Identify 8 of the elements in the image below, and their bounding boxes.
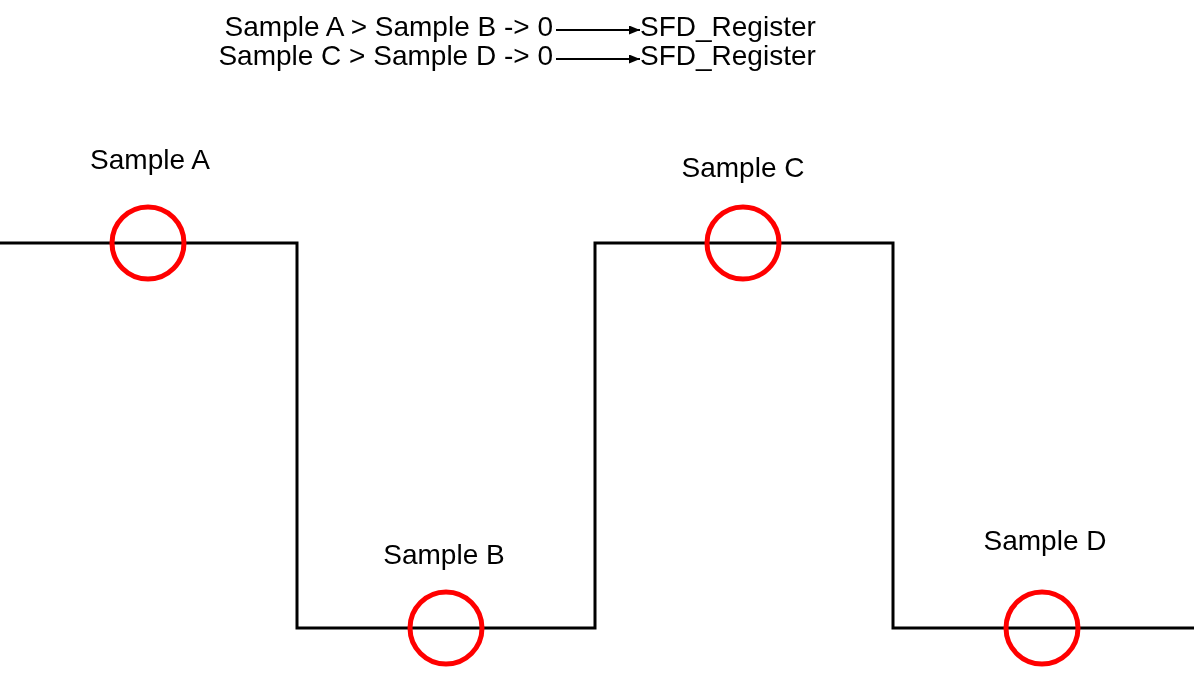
sample-label: Sample D xyxy=(983,524,1107,558)
arrow xyxy=(555,25,641,35)
arrow xyxy=(555,54,641,64)
register-name: SFD_Register xyxy=(640,10,816,44)
sample-label: Sample A xyxy=(90,143,210,177)
sample-label: Sample B xyxy=(383,538,505,572)
condition-text: Sample A > Sample B -> 0 xyxy=(224,10,553,44)
sample-label: Sample C xyxy=(681,151,805,185)
